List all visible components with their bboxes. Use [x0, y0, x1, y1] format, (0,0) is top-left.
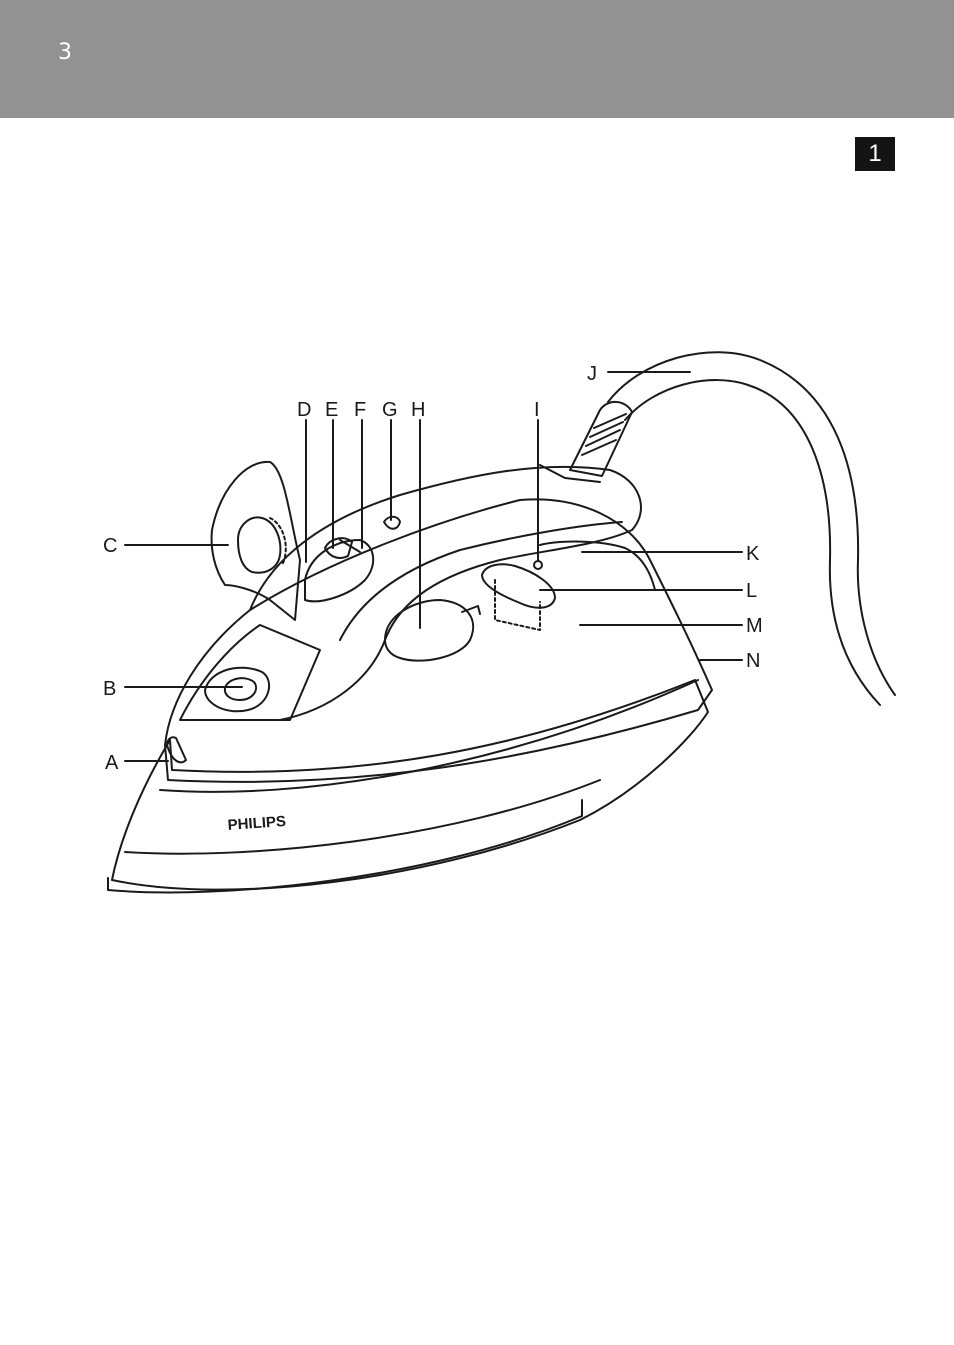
filling-inlet-ring — [205, 668, 269, 712]
water-tank-cover — [180, 625, 320, 720]
callout-label-a: A — [105, 752, 119, 774]
callout-label-i: I — [534, 399, 540, 421]
callout-label-j: J — [587, 363, 597, 385]
callout-label-n: N — [746, 650, 760, 672]
callout-label-c: C — [103, 535, 117, 557]
callout-label-k: K — [746, 543, 760, 565]
callout-label-f: F — [354, 399, 366, 421]
handle — [250, 467, 641, 720]
callout-label-h: H — [411, 399, 425, 421]
temperature-dial — [385, 600, 473, 661]
callout-label-b: B — [103, 678, 116, 700]
steam-control — [482, 564, 555, 607]
pilot-light — [534, 561, 542, 569]
spray-button — [305, 540, 373, 601]
power-cord — [608, 352, 895, 695]
callout-label-e: E — [325, 399, 338, 421]
callout-label-m: M — [746, 615, 763, 637]
callout-label-d: D — [297, 399, 311, 421]
philips-logo: PHILIPS — [227, 813, 286, 834]
soleplate — [112, 680, 708, 890]
callout-label-g: G — [382, 399, 398, 421]
callout-label-l: L — [746, 580, 757, 602]
iron-body — [165, 499, 712, 782]
